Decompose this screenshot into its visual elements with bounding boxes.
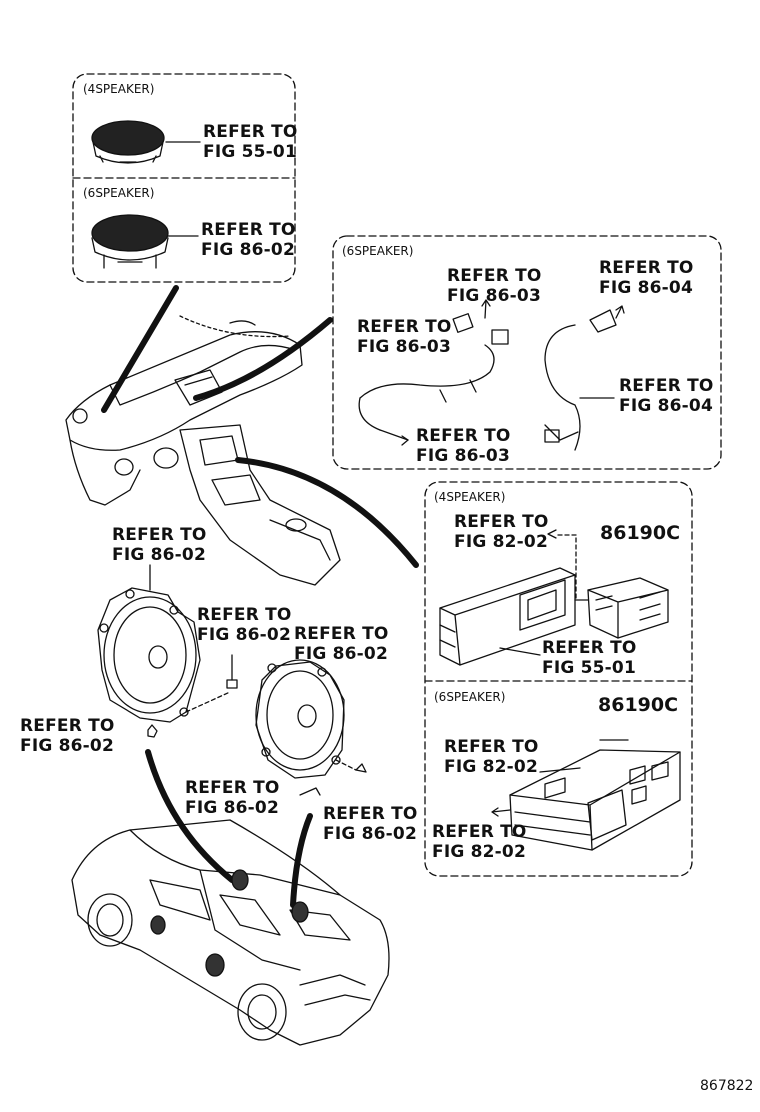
leader-front-speaker <box>145 749 235 883</box>
callout-line2: FIG 86-02 <box>112 545 206 565</box>
leader-rear-speaker <box>290 813 313 908</box>
callout-line1: REFER TO <box>20 716 115 736</box>
harness-6sp-tag: (6SPEAKER) <box>342 244 414 258</box>
unit-4sp-drawing <box>439 529 669 666</box>
tweeter-4sp-tag: (4SPEAKER) <box>83 82 155 96</box>
part-number-switch-4sp[interactable]: 86190C <box>600 522 681 544</box>
callout-line2: FIG 86-02 <box>197 625 291 645</box>
callout-line1: REFER TO <box>203 122 298 142</box>
harness-box <box>332 235 722 470</box>
callout-line2: FIG 86-02 <box>294 644 388 664</box>
rear-speaker-drawing <box>255 659 367 796</box>
callout-line2: FIG 86-03 <box>447 286 541 306</box>
callout-line1: REFER TO <box>447 266 542 286</box>
leader-tweeter-4 <box>101 285 179 413</box>
callout-line2: FIG 82-02 <box>454 532 548 552</box>
leader-tweeter-6 <box>193 317 333 401</box>
callout-line2: FIG 82-02 <box>444 757 538 777</box>
callout-line2: FIG 55-01 <box>542 658 636 678</box>
front-speaker-drawing <box>97 564 238 738</box>
callout-line2: FIG 86-02 <box>20 736 114 756</box>
car-drawing <box>71 819 390 1046</box>
callout-line1: REFER TO <box>185 778 280 798</box>
callout-line1: REFER TO <box>454 512 549 532</box>
callout-line1: REFER TO <box>444 737 539 757</box>
callout-line1: REFER TO <box>432 822 527 842</box>
tweeter-6sp-tag: (6SPEAKER) <box>83 186 155 200</box>
callout-line2: FIG 86-03 <box>357 337 451 357</box>
dashboard-drawing <box>65 315 341 586</box>
callout-line1: REFER TO <box>542 638 637 658</box>
callout-line1: REFER TO <box>599 258 694 278</box>
callout-line2: FIG 86-02 <box>185 798 279 818</box>
callout-line2: FIG 86-04 <box>599 278 693 298</box>
callout-line2: FIG 86-02 <box>323 824 417 844</box>
callout-line1: REFER TO <box>619 376 714 396</box>
leader-harness <box>235 457 419 568</box>
callout-line2: FIG 82-02 <box>432 842 526 862</box>
tweeter-4sp-drawing <box>91 120 201 164</box>
callout-line1: REFER TO <box>323 804 418 824</box>
callout-line1: REFER TO <box>112 525 207 545</box>
harness-1-drawing <box>358 299 509 446</box>
unit-6sp-tag: (6SPEAKER) <box>434 690 506 704</box>
callout-line1: REFER TO <box>357 317 452 337</box>
callout-line1: REFER TO <box>201 220 296 240</box>
callout-line1: REFER TO <box>416 426 511 446</box>
callout-line2: FIG 86-04 <box>619 396 713 416</box>
callout-line2: FIG 86-02 <box>201 240 295 260</box>
unit-4sp-tag: (4SPEAKER) <box>434 490 506 504</box>
callout-line2: FIG 55-01 <box>203 142 297 162</box>
callout-line1: REFER TO <box>197 605 292 625</box>
harness-2-drawing <box>544 305 625 451</box>
drawing-code: 867822 <box>700 1078 754 1094</box>
part-number-switch-6sp[interactable]: 86190C <box>598 694 679 716</box>
callout-line2: FIG 86-03 <box>416 446 510 466</box>
unit-box <box>424 481 693 877</box>
tweeter-6sp-drawing <box>91 214 199 269</box>
unit-6sp-drawing <box>491 739 681 851</box>
callout-line1: REFER TO <box>294 624 389 644</box>
